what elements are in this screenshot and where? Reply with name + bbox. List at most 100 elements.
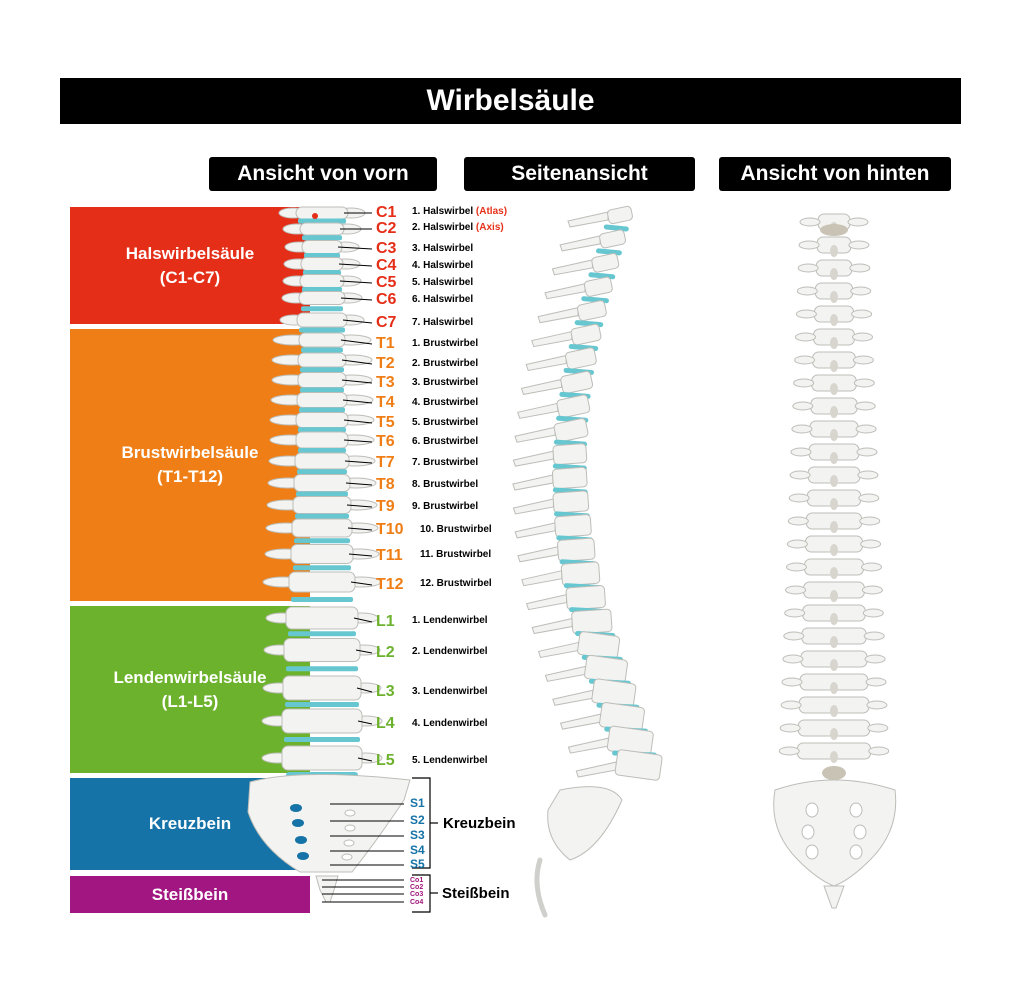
vertebral-body — [281, 745, 363, 771]
spinous-process — [830, 498, 838, 510]
intervertebral-disc — [285, 702, 359, 707]
level-code: C5 — [376, 274, 397, 291]
atlas-mark — [312, 213, 318, 219]
spinous-process — [830, 682, 838, 694]
side-view-spine — [512, 205, 663, 918]
level-code: C7 — [376, 314, 397, 331]
leader-line — [344, 460, 373, 464]
region-cervical-range: (C1-C7) — [159, 267, 221, 287]
vertebral-body — [295, 431, 349, 449]
sacral-foramen — [290, 804, 302, 812]
spinous-process — [830, 245, 838, 257]
intervertebral-disc — [301, 306, 343, 312]
transverse-process — [867, 723, 889, 733]
sacrum — [547, 786, 623, 861]
level-code: T3 — [376, 374, 395, 391]
level-code: T5 — [376, 414, 395, 431]
spinous-process — [830, 659, 838, 671]
transverse-process — [848, 240, 870, 250]
transverse-process — [864, 654, 886, 664]
level-desc: 5. Lendenwirbel — [412, 755, 488, 766]
vertebral-body — [298, 291, 346, 305]
vertebral-body — [293, 474, 351, 492]
transverse-process — [793, 378, 815, 388]
level-desc: 3. Lendenwirbel — [412, 686, 488, 697]
sacral-code: S4 — [410, 843, 425, 857]
spinous-process — [514, 522, 556, 539]
vertebral-body — [551, 466, 588, 490]
intervertebral-disc — [303, 270, 341, 275]
intervertebral-disc — [302, 235, 342, 241]
spinous-process — [517, 402, 559, 419]
spinous-process — [830, 613, 838, 625]
level-code: T7 — [376, 454, 395, 471]
vertebral-body — [614, 749, 663, 781]
level-desc: 6. Brustwirbel — [412, 436, 479, 447]
intervertebral-disc — [304, 253, 340, 258]
spinous-process — [830, 728, 838, 740]
spinous-process — [521, 570, 563, 587]
leader-line — [337, 246, 373, 250]
spinous-process — [531, 330, 573, 348]
region-sacrum-name: Kreuzbein — [148, 814, 232, 833]
spinous-process — [520, 378, 562, 395]
level-desc: 5. Brustwirbel — [412, 417, 479, 428]
level-code: L1 — [376, 613, 395, 630]
coccygeal-group-label: Steißbein — [442, 885, 510, 902]
level-desc: 7. Brustwirbel — [412, 457, 479, 468]
leader-line — [350, 581, 373, 586]
level-desc: 1. Halswirbel (Atlas) — [412, 206, 508, 217]
transverse-process — [856, 447, 878, 457]
vertebral-body — [294, 452, 350, 470]
coccyx — [823, 885, 845, 909]
transverse-process — [850, 286, 872, 296]
coccygeal-code: Co2 — [410, 884, 424, 891]
leader-line — [343, 439, 373, 443]
transverse-process — [792, 401, 814, 411]
vertebral-body — [560, 561, 601, 586]
transverse-process — [795, 309, 817, 319]
vertebral-body — [565, 347, 597, 370]
level-code: T8 — [376, 476, 395, 493]
level-desc: 4. Brustwirbel — [412, 397, 479, 408]
transverse-process — [796, 286, 818, 296]
vertebral-body — [565, 585, 606, 611]
region-lumbar: Lendenwirbelsäule (L1-L5) — [70, 606, 310, 773]
region-cervical-name: Halswirbelsäule — [125, 243, 255, 263]
region-lumbar-range: (L1-L5) — [161, 691, 219, 711]
vertebral-body — [583, 276, 613, 297]
vertebral-body — [295, 206, 349, 220]
intervertebral-disc — [293, 565, 351, 571]
level-desc: 12. Brustwirbel — [420, 578, 492, 589]
sacral-foramen — [805, 844, 819, 860]
view-label-front: Ansicht von vorn — [209, 157, 437, 191]
transverse-process — [852, 332, 873, 342]
level-code: T11 — [376, 547, 403, 564]
level-code: L3 — [376, 683, 395, 700]
vertebral-body — [301, 240, 343, 254]
sacral-code: S5 — [410, 857, 425, 871]
level-desc: 8. Brustwirbel — [412, 479, 479, 490]
spinous-process — [551, 259, 593, 276]
vertebral-body — [281, 708, 363, 734]
spinous-process — [517, 546, 559, 563]
vertebral-body — [298, 332, 346, 348]
spinous-process — [830, 544, 838, 556]
intervertebral-disc — [288, 631, 356, 637]
transverse-process — [787, 516, 809, 526]
vertebral-body — [290, 544, 354, 564]
transverse-process — [851, 309, 873, 319]
spinous-process — [830, 475, 838, 487]
level-desc: 1. Brustwirbel — [412, 338, 479, 349]
intervertebral-disc — [300, 387, 344, 393]
level-code: T10 — [376, 521, 404, 538]
back-view-spine — [773, 213, 897, 909]
view-label-side: Seitenansicht — [464, 157, 695, 191]
sacral-foramen — [805, 802, 819, 818]
transverse-process — [855, 424, 877, 434]
transverse-process — [790, 447, 812, 457]
vertebral-body — [282, 675, 362, 701]
leader-line — [345, 482, 373, 486]
sacral-foramen — [849, 802, 863, 818]
sacral-foramen — [297, 852, 309, 860]
